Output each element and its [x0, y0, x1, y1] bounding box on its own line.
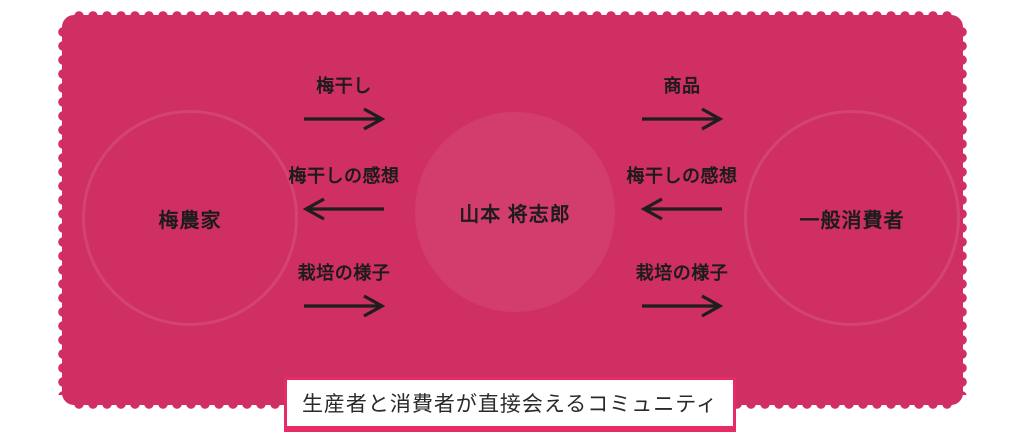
- node-plum-farmer: 梅農家: [82, 110, 298, 326]
- node-label-yamamoto: 山本 将志郎: [459, 203, 571, 226]
- flow-label: 商品: [663, 76, 701, 96]
- node-label-plum-farmer: 梅農家: [158, 209, 222, 232]
- node-general-consumer: 一般消費者: [744, 110, 960, 326]
- arrow-left-icon: [302, 197, 384, 221]
- flow-cultivation-status: 栽培の様子: [620, 261, 744, 319]
- arrow-right-icon: [304, 294, 386, 318]
- flow-label: 梅干しの感想: [626, 166, 738, 186]
- node-label-general-consumer: 一般消費者: [799, 209, 905, 232]
- arrow-left-icon: [640, 197, 722, 221]
- arrow-right-icon: [642, 294, 724, 318]
- node-yamamoto: 山本 将志郎: [415, 112, 615, 312]
- flow-product: 商品: [620, 74, 744, 132]
- arrow-right-icon: [642, 107, 724, 131]
- flow-label: 栽培の様子: [635, 263, 729, 283]
- arrow-right-icon: [304, 107, 386, 131]
- flow-umeboshi-feedback: 梅干しの感想: [620, 164, 744, 222]
- flow-label: 栽培の様子: [297, 263, 391, 283]
- flow-label: 梅干しの感想: [288, 166, 400, 186]
- scalloped-edge-left: [58, 25, 68, 395]
- scalloped-edge-top: [72, 11, 953, 21]
- flow-umeboshi: 梅干し: [282, 74, 406, 132]
- flow-cultivation-status: 栽培の様子: [282, 261, 406, 319]
- flow-label: 梅干し: [316, 76, 372, 96]
- caption-box: 生産者と消費者が直接会えるコミュニティ: [284, 377, 736, 432]
- caption-text: 生産者と消費者が直接会えるコミュニティ: [301, 393, 719, 416]
- flow-umeboshi-feedback: 梅干しの感想: [282, 164, 406, 222]
